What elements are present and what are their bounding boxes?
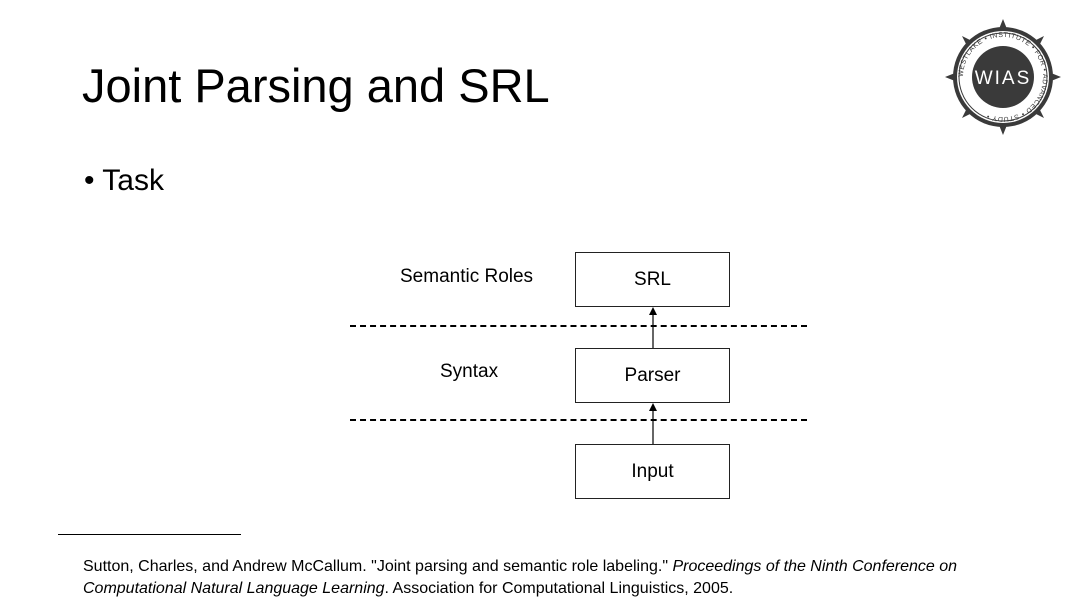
arrow-parser-to-srl (649, 307, 657, 348)
slide-title: Joint Parsing and SRL (82, 59, 550, 112)
box-parser: Parser (575, 348, 730, 403)
arrow-input-to-parser (649, 403, 657, 444)
layer-divider-lower (350, 419, 807, 421)
bullet-task: • Task (84, 164, 164, 197)
box-srl-label: SRL (634, 268, 671, 290)
wias-logo: WESTLAKE • INSTITUTE • FOR • ADVANCED • … (945, 19, 1061, 135)
label-syntax: Syntax (440, 361, 499, 382)
citation-venue: Proceedings of the Ninth Conference on C… (83, 558, 958, 597)
box-input-label: Input (631, 460, 674, 482)
logo-center-text: WIAS (975, 68, 1032, 89)
footnote-divider (58, 534, 241, 535)
box-parser-label: Parser (624, 364, 681, 386)
citation: Sutton, Charles, and Andrew McCallum. "J… (83, 556, 1043, 600)
citation-authors-title: Sutton, Charles, and Andrew McCallum. "J… (83, 558, 673, 575)
box-srl: SRL (575, 252, 730, 307)
label-semantic-roles: Semantic Roles (400, 266, 534, 287)
box-input: Input (575, 444, 730, 499)
layer-divider-upper (350, 325, 807, 327)
citation-publisher: . Association for Computational Linguist… (384, 580, 734, 597)
